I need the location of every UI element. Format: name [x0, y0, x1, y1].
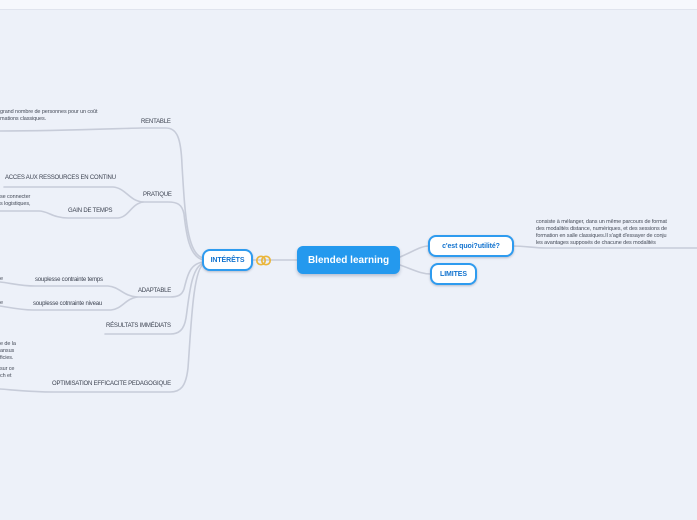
- node-root-blended-learning[interactable]: Blended learning: [297, 246, 400, 274]
- note-line: formation en salle classiques.Il s'agit …: [536, 233, 667, 239]
- node-cest-quoi[interactable]: c'est quoi?utilité?: [428, 235, 514, 257]
- note-definition[interactable]: consiste à mélanger, dans un même parcou…: [536, 219, 697, 247]
- branch-gain[interactable]: GAIN DE TEMPS: [68, 208, 113, 214]
- edge-adaptable: [136, 261, 205, 298]
- relationship-rings-icon[interactable]: [255, 252, 272, 269]
- edge-resultats: [104, 262, 205, 335]
- note-optimisation-top[interactable]: e de la ansus ficies.: [0, 341, 16, 362]
- note-line: les avantages supposés de chacune des mo…: [536, 240, 656, 246]
- branch-souplesse-temps[interactable]: souplesse contrainte temps: [35, 277, 103, 283]
- branch-optimisation[interactable]: OPTIMISATION EFFICACITE PEDAGOGIQUE: [52, 381, 171, 387]
- edge-root-limites: [399, 264, 432, 275]
- branch-resultats[interactable]: RÉSULTATS IMMÉDIATS: [106, 323, 171, 329]
- node-limites[interactable]: LIMITES: [430, 263, 477, 285]
- note-line: ficies.: [0, 355, 14, 361]
- note-line: ch et: [0, 373, 12, 379]
- edge-pratique: [142, 201, 205, 261]
- branch-souplesse-niveau[interactable]: souplesse cotnrainte niveau: [33, 301, 102, 307]
- note-line: ansus: [0, 348, 15, 354]
- node-interets[interactable]: INTÉRÊTS: [202, 249, 253, 271]
- note-line: des modalités distance, numériques, et d…: [536, 226, 667, 232]
- note-line: grand nombre de personnes pour un coût: [0, 109, 98, 115]
- branch-pratique[interactable]: PRATIQUE: [143, 192, 172, 198]
- edge-rentable: [0, 127, 205, 259]
- edge-optimisation: [0, 263, 205, 393]
- edge-gain: [0, 201, 144, 219]
- note-line: consiste à mélanger, dans un même parcou…: [536, 219, 667, 225]
- note-optimisation-bottom[interactable]: sur ce ch et: [0, 366, 14, 380]
- note-gain[interactable]: se connecter s logistiques,: [0, 194, 31, 208]
- branch-acces[interactable]: ACCES AUX RESSOURCES EN CONTINU: [5, 175, 116, 181]
- edge-acces: [3, 186, 144, 203]
- note-line: mations classiques.: [0, 116, 47, 122]
- branch-adaptable[interactable]: ADAPTABLE: [138, 288, 172, 294]
- edge-niveau: [0, 296, 138, 311]
- branch-rentable[interactable]: RENTABLE: [141, 119, 171, 125]
- note-rentable[interactable]: grand nombre de personnes pour un coût m…: [0, 109, 98, 123]
- window-top-strip: [0, 0, 697, 10]
- note-line: s logistiques,: [0, 201, 31, 207]
- cutoff-text-fragment: e: [0, 300, 4, 306]
- cutoff-text-fragment: e: [0, 276, 4, 282]
- edge-root-quoi: [399, 245, 430, 258]
- note-line: sur ce: [0, 366, 15, 372]
- edge-quoi-note: [511, 245, 697, 249]
- edge-temps: [0, 281, 138, 298]
- note-line: e de la: [0, 341, 16, 347]
- note-line: se connecter: [0, 194, 31, 200]
